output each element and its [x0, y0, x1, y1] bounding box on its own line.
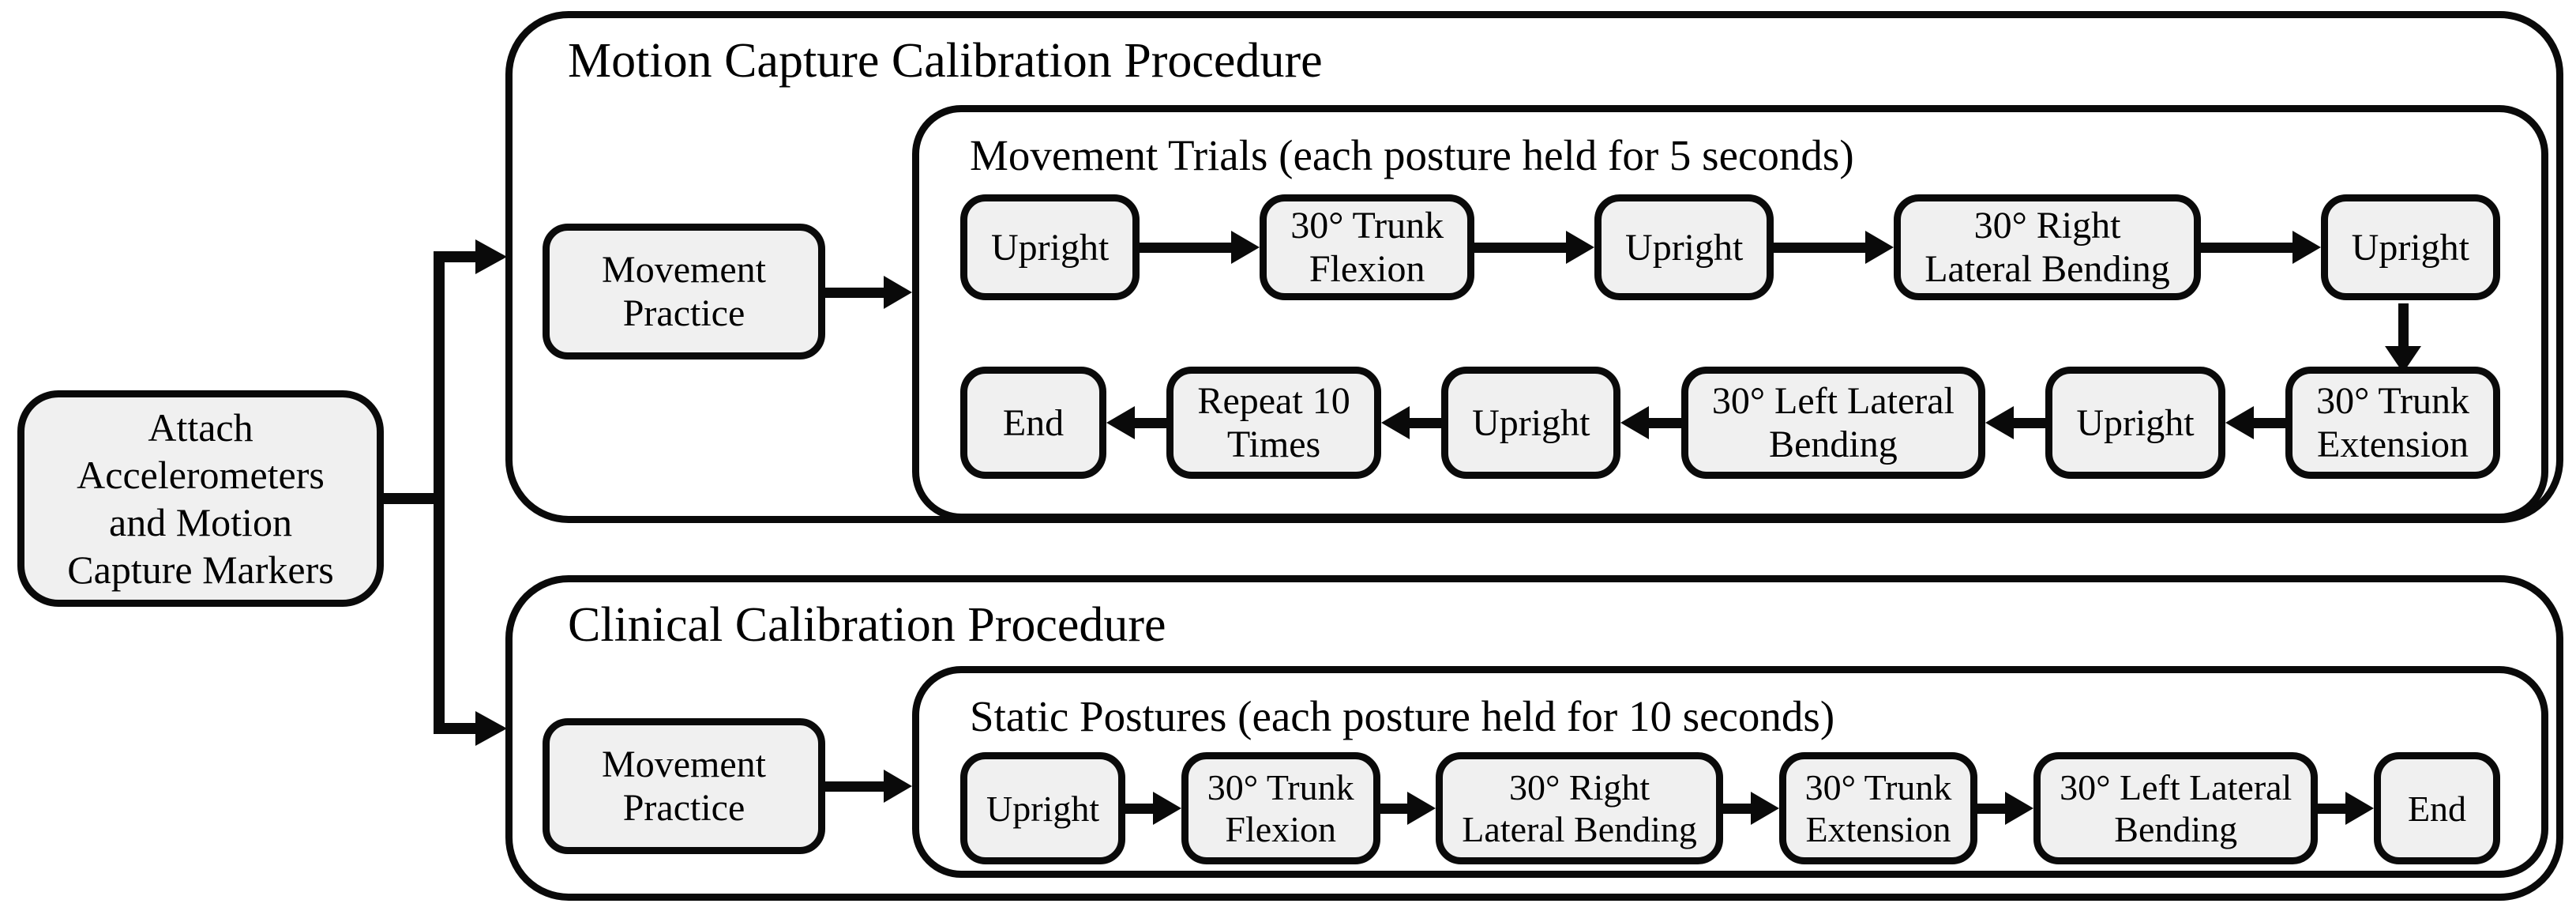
node-upright: Upright [960, 752, 1126, 864]
node-attach-accelerometers-markers: Attach Accelerometers and Motion Capture… [17, 390, 384, 607]
arrow-right-icon [1474, 194, 1595, 300]
arrow-left-icon [1620, 367, 1681, 479]
section-clinical-calibration: Clinical Calibration Procedure Movement … [505, 575, 2563, 901]
section-title-motion-capture: Motion Capture Calibration Procedure [568, 34, 1323, 88]
inner-title-movement-trials: Movement Trials (each posture held for 5… [970, 131, 1854, 179]
arrow-right-icon [1722, 752, 1779, 864]
node-movement-practice-motion: Movement Practice [543, 224, 825, 360]
section-motion-capture-calibration: Motion Capture Calibration Procedure Mov… [505, 11, 2563, 523]
node-30-right-lateral-bending: 30° Right Lateral Bending [1894, 194, 2201, 300]
node-30-trunk-flexion: 30° Trunk Flexion [1260, 194, 1475, 300]
arrow-left-icon [1380, 367, 1442, 479]
static-postures-row: Upright 30° Trunk Flexion 30° Right Late… [919, 752, 2541, 864]
movement-trials-row-1: Upright 30° Trunk Flexion Upright 30° Ri… [919, 194, 2541, 300]
node-repeat-10-times: Repeat 10 Times [1166, 367, 1381, 479]
arrow-left-icon [1106, 367, 1167, 479]
arrow-right-icon [475, 239, 507, 274]
inner-title-static-postures: Static Postures (each posture held for 1… [970, 692, 1835, 740]
arrow-right-icon [1140, 194, 1260, 300]
node-30-left-lateral-bending: 30° Left Lateral Bending [2033, 752, 2319, 864]
arrow-right-icon [2200, 194, 2321, 300]
arrow-right-icon [824, 769, 912, 804]
node-30-trunk-extension: 30° Trunk Extension [1778, 752, 1978, 864]
node-30-trunk-flexion: 30° Trunk Flexion [1181, 752, 1380, 864]
node-movement-practice-clinical: Movement Practice [543, 718, 825, 854]
node-end: End [2374, 752, 2500, 864]
node-upright: Upright [960, 194, 1140, 300]
arrow-right-icon [1977, 752, 2034, 864]
node-upright: Upright [1441, 367, 1621, 479]
section-title-clinical: Clinical Calibration Procedure [568, 598, 1166, 652]
node-upright: Upright [2320, 194, 2500, 300]
node-end: End [960, 367, 1106, 479]
node-30-right-lateral-bending: 30° Right Lateral Bending [1436, 752, 1723, 864]
node-30-trunk-extension: 30° Trunk Extension [2285, 367, 2501, 479]
node-upright: Upright [1594, 194, 1774, 300]
arrow-right-icon [1774, 194, 1894, 300]
node-30-left-lateral-bending: 30° Left Lateral Bending [1680, 367, 1985, 479]
arrow-left-icon [1985, 367, 2046, 479]
arrow-right-icon [1380, 752, 1436, 864]
arrow-right-icon [1125, 752, 1181, 864]
container-movement-trials: Movement Trials (each posture held for 5… [912, 105, 2548, 521]
node-upright: Upright [2045, 367, 2225, 479]
arrow-down-icon [2385, 303, 2421, 373]
arrow-left-icon [2225, 367, 2286, 479]
arrow-right-icon [2318, 752, 2374, 864]
arrow-right-icon [475, 711, 507, 746]
container-static-postures: Static Postures (each posture held for 1… [912, 666, 2548, 878]
arrow-right-icon [824, 275, 912, 310]
movement-trials-row-2: End Repeat 10 Times Upright 30° Left Lat… [919, 367, 2541, 479]
